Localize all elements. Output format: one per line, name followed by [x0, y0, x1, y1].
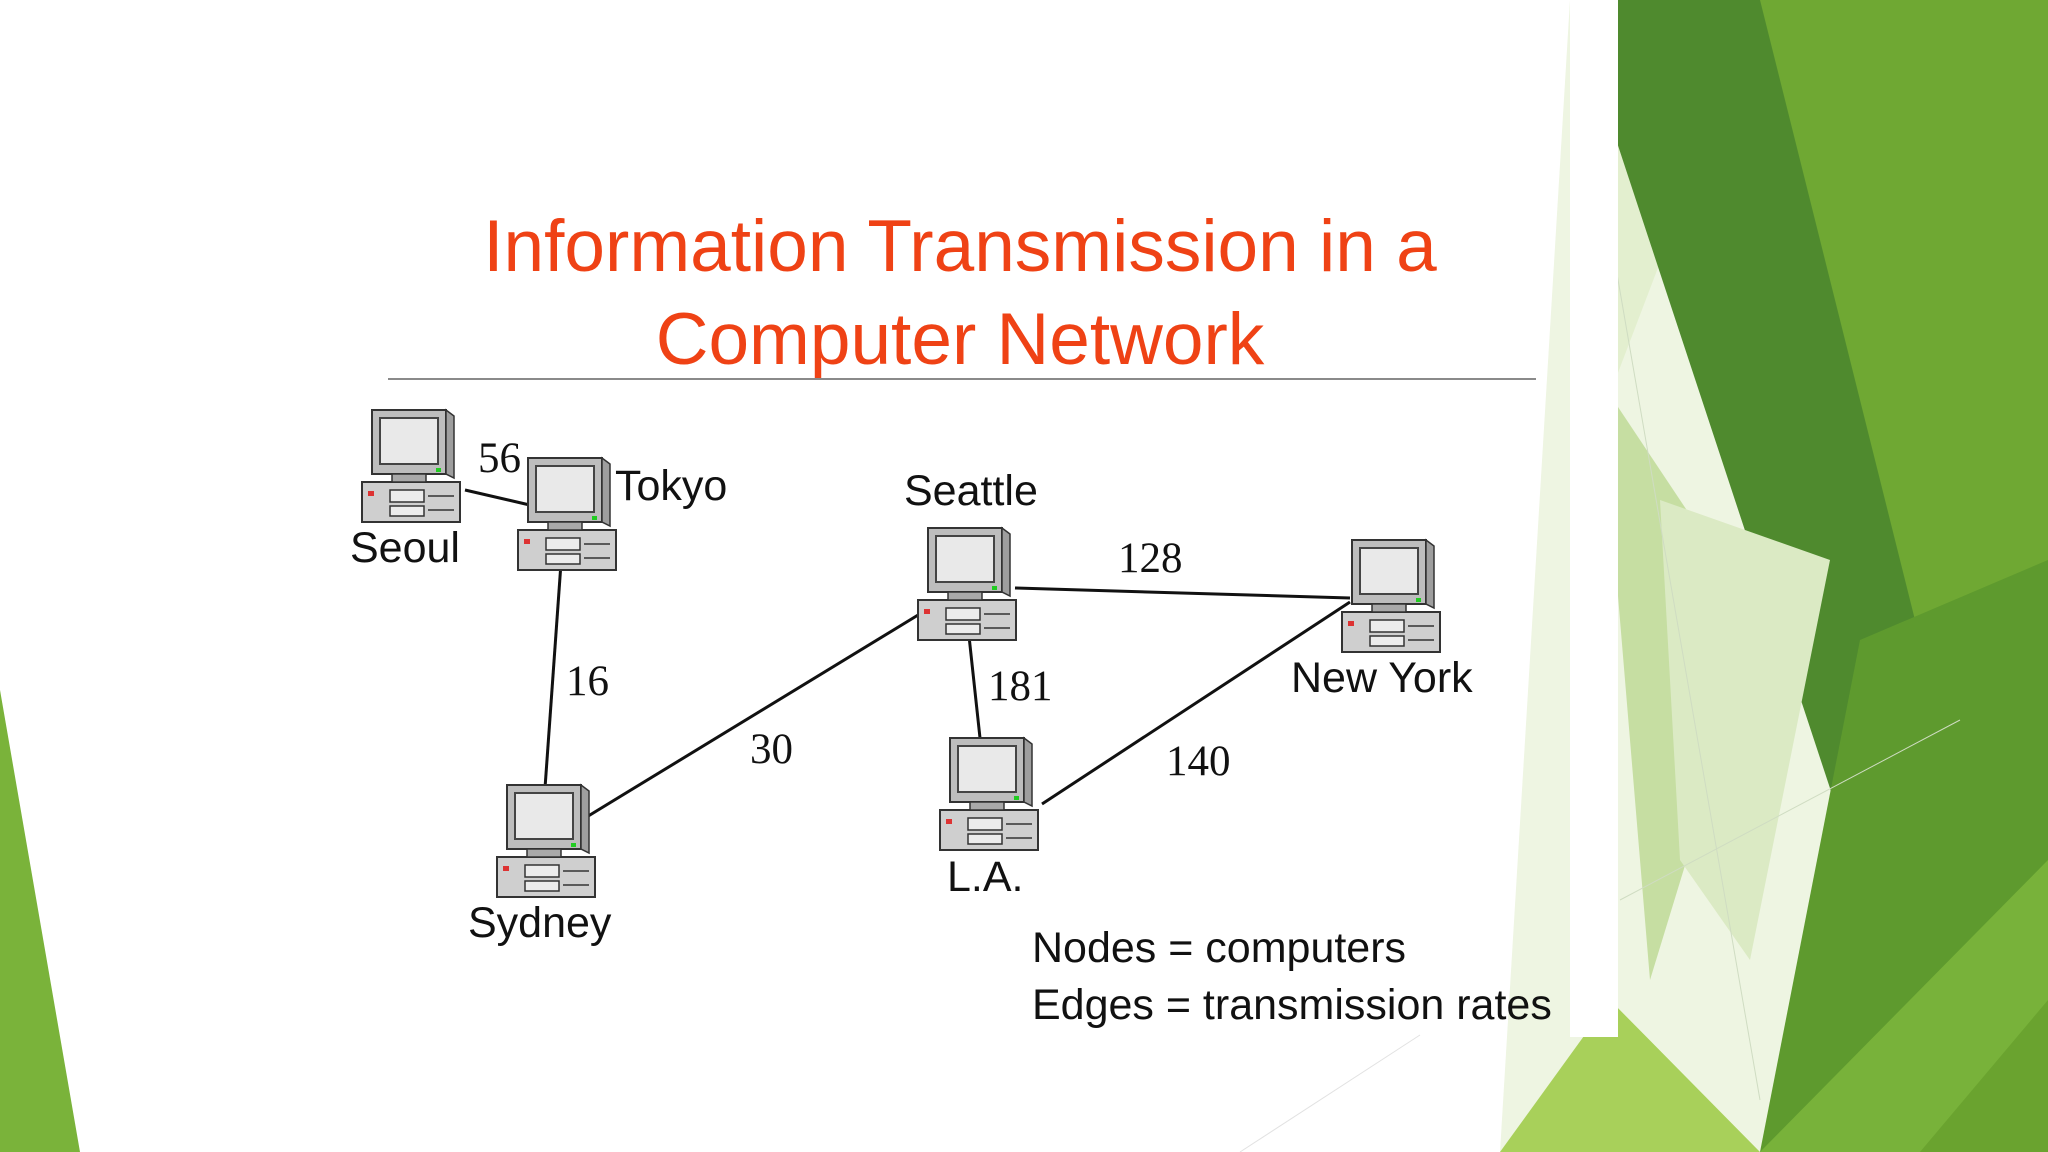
edge-sydney-seattle — [584, 610, 924, 820]
node-label-la: L.A. — [947, 853, 1024, 901]
edge-la-newyork — [1041, 600, 1351, 806]
edge-seattle-la — [967, 635, 982, 739]
node-label-tokyo: Tokyo — [615, 462, 727, 510]
edge-label-16: 16 — [566, 658, 609, 705]
edge-label-30: 30 — [750, 726, 793, 773]
legend-nodes: Nodes = computers — [1032, 924, 1407, 972]
computer-icon-newyork — [1341, 539, 1441, 653]
edge-tokyo-sydney — [543, 562, 563, 789]
node-label-seattle: Seattle — [904, 467, 1038, 515]
edge-label-56: 56 — [478, 435, 521, 482]
node-label-sydney: Sydney — [468, 899, 612, 947]
edge-seattle-newyork — [1014, 586, 1351, 600]
title-line-2: Computer Network — [655, 299, 1265, 380]
edge-label-128: 128 — [1118, 535, 1183, 582]
node-label-newyork: New York — [1291, 654, 1473, 702]
edge-label-181: 181 — [988, 663, 1053, 710]
edge-label-140: 140 — [1166, 738, 1231, 785]
slide-title: Information Transmission in a Computer N… — [360, 200, 1560, 386]
computer-icon-la — [939, 737, 1039, 851]
node-label-seoul: Seoul — [350, 524, 460, 572]
computer-icon-seoul — [361, 409, 461, 523]
diagram-legend: Nodes = computers Edges = transmission r… — [1032, 920, 1552, 1034]
title-line-1: Information Transmission in a — [483, 206, 1437, 287]
edge-seoul-tokyo — [464, 488, 535, 508]
title-divider — [388, 378, 1536, 380]
computer-icon-sydney — [496, 784, 596, 898]
legend-edges: Edges = transmission rates — [1032, 981, 1552, 1029]
computer-icon-tokyo — [517, 457, 617, 571]
computer-icon-seattle — [917, 527, 1017, 641]
